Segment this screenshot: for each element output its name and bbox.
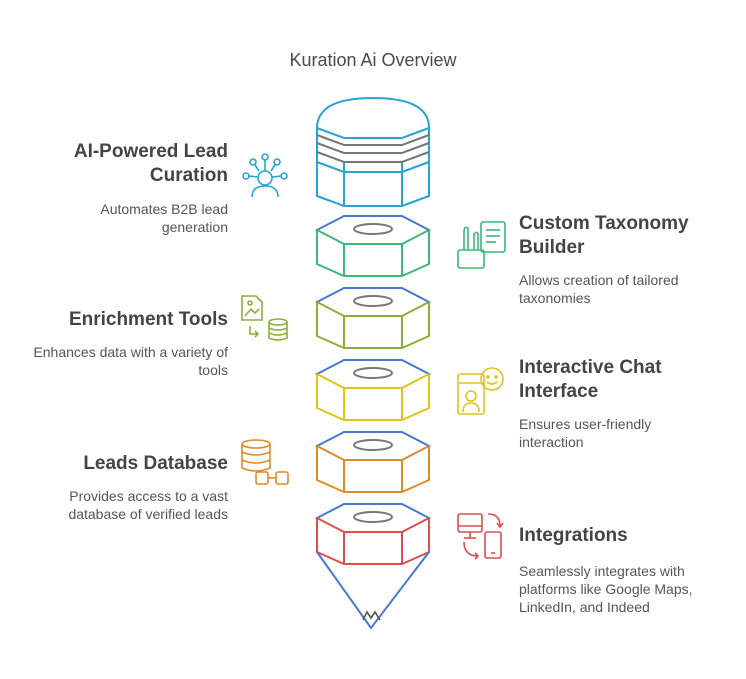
segment-taxonomy bbox=[314, 215, 432, 277]
desc-integrations: Seamlessly integrates with platforms lik… bbox=[519, 563, 693, 615]
heading-leads-database: Leads Database bbox=[83, 453, 228, 474]
chat-icon bbox=[457, 367, 504, 415]
desc-enrichment-tools: Enhances data with a variety of tools bbox=[33, 344, 228, 378]
heading-enrichment-tools: Enrichment Tools bbox=[68, 309, 228, 330]
integrations-icon bbox=[457, 513, 504, 560]
segment-enrichment bbox=[314, 287, 432, 349]
desc-leads-database: Provides access to a vast database of ve… bbox=[68, 488, 228, 522]
segment-database bbox=[314, 431, 432, 493]
bottom-tip bbox=[316, 551, 430, 630]
desc-interactive-chat: Ensures user-friendly interaction bbox=[519, 416, 652, 450]
diagram-title: Kuration Ai Overview bbox=[289, 50, 457, 70]
enrichment-icon bbox=[241, 295, 288, 341]
heading-custom-taxonomy: Custom Taxonomy Builder bbox=[519, 213, 689, 258]
segment-integrations bbox=[314, 503, 432, 565]
heading-integrations: Integrations bbox=[519, 525, 628, 546]
top-cylinder-segment bbox=[315, 96, 431, 207]
segment-chat bbox=[314, 359, 432, 421]
desc-ai-lead-curation: Automates B2B lead generation bbox=[100, 201, 228, 235]
heading-interactive-chat: Interactive Chat Interface bbox=[519, 357, 662, 402]
ai-lead-icon bbox=[242, 153, 288, 198]
desc-custom-taxonomy: Allows creation of tailored taxonomies bbox=[519, 272, 679, 306]
database-icon bbox=[241, 439, 289, 485]
heading-ai-lead-curation: AI-Powered Lead Curation bbox=[73, 141, 228, 186]
taxonomy-icon bbox=[457, 221, 506, 269]
